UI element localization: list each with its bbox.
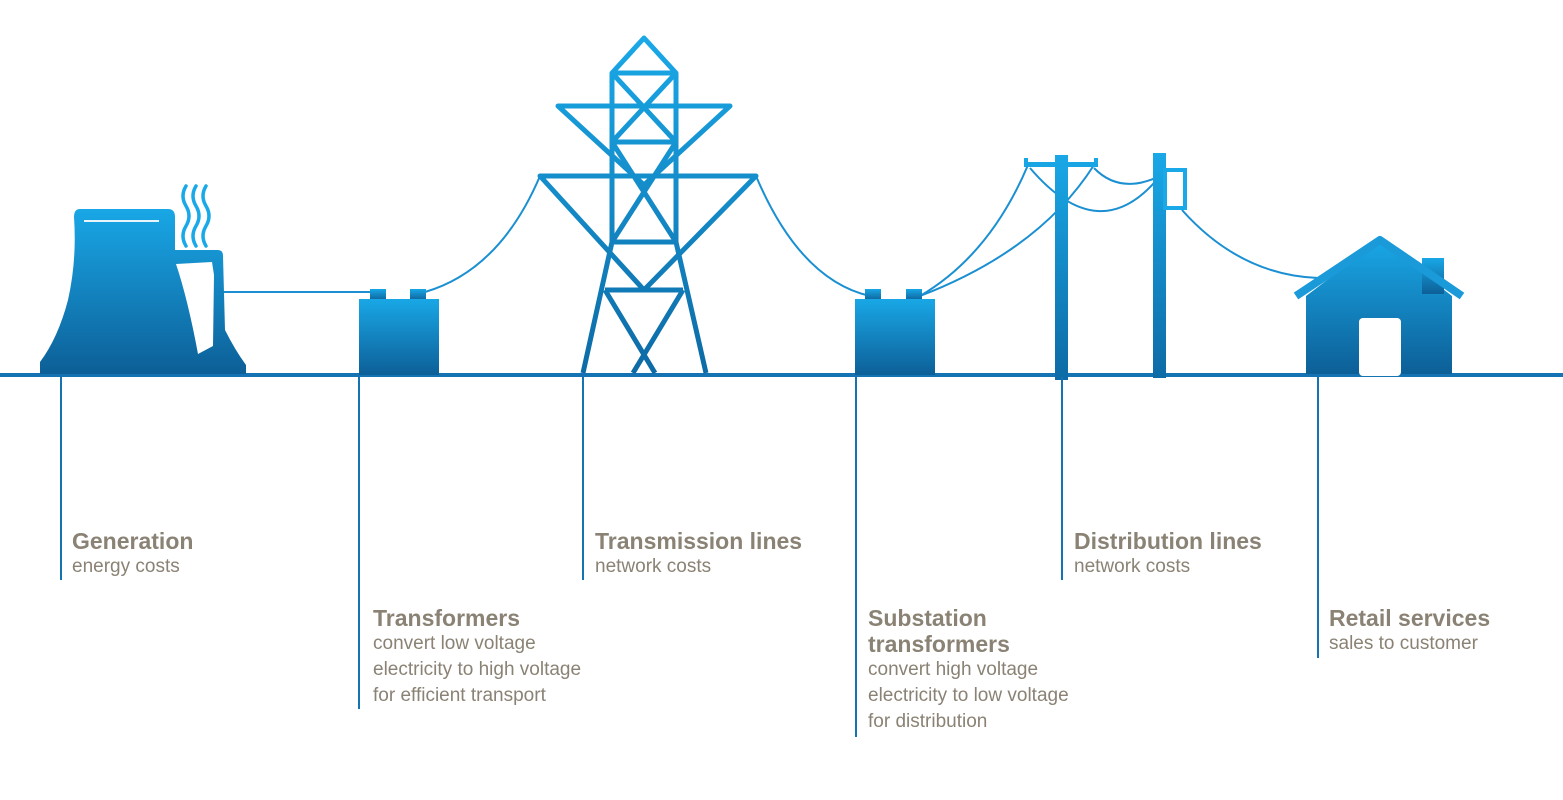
stage-title: Distribution lines: [1074, 528, 1262, 554]
substation-transformer-icon: [855, 289, 935, 375]
stage-title: Retail services: [1329, 605, 1491, 631]
stage-desc: energy costs: [72, 556, 180, 577]
house-icon: [1293, 236, 1465, 376]
tick-retail: [1317, 377, 1319, 658]
ground-line: [0, 373, 1563, 377]
stage-desc: sales to customer: [1329, 633, 1478, 654]
stage-title: Transformers: [373, 605, 521, 631]
stage-desc: network costs: [1074, 556, 1191, 577]
stage-title: Transmission lines: [595, 528, 803, 554]
stage-substation: Substation transformers convert high vol…: [868, 605, 1069, 735]
power-wires: [222, 164, 1319, 297]
stage-generation: Generation energy costs: [72, 528, 193, 580]
tick-distribution: [1061, 377, 1063, 580]
power-plant-icon: [40, 184, 246, 374]
stage-desc: convert high voltage electricity to low …: [868, 659, 1069, 732]
stage-retail: Retail services sales to customer: [1329, 605, 1490, 657]
stage-title: Substation transformers: [868, 605, 1010, 657]
stage-desc: network costs: [595, 556, 712, 577]
tick-transformers: [358, 377, 360, 709]
stage-distribution: Distribution lines network costs: [1074, 528, 1262, 580]
stage-desc: convert low voltage electricity to high …: [373, 633, 582, 706]
transformer-icon: [359, 289, 439, 375]
stage-title: Generation: [72, 528, 194, 554]
tick-transmission: [582, 377, 584, 580]
utility-pole-icon: [1024, 153, 1187, 380]
stage-transformers: Transformers convert low voltage electri…: [373, 605, 581, 709]
tick-generation: [60, 377, 62, 580]
transmission-tower-icon: [537, 35, 759, 375]
tick-substation: [855, 377, 857, 737]
stage-transmission: Transmission lines network costs: [595, 528, 802, 580]
